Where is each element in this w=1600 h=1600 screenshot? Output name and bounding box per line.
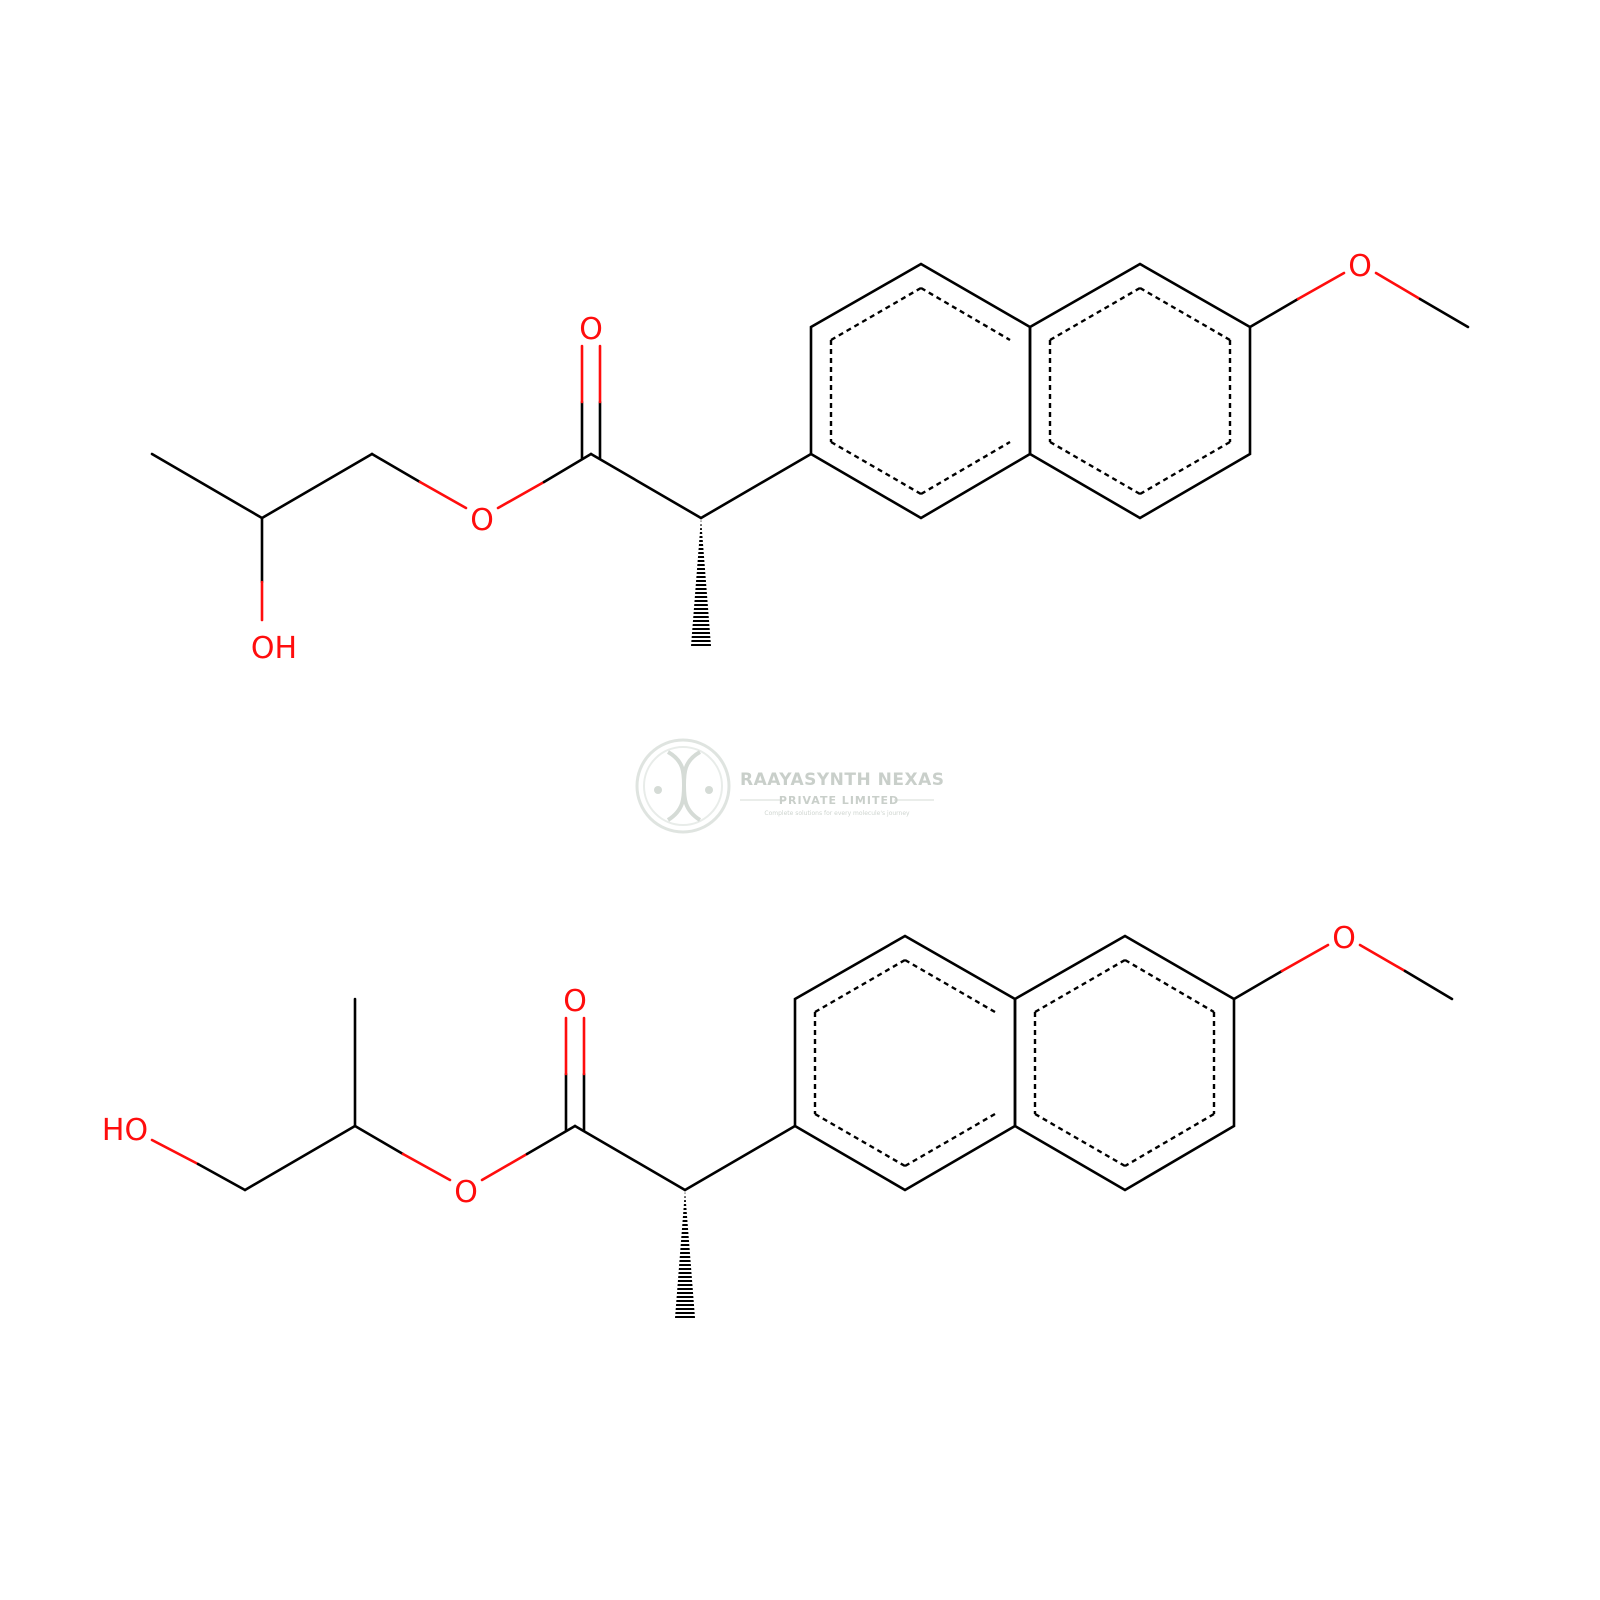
bond <box>150 1138 200 1166</box>
bond <box>699 452 813 520</box>
aromatic-bond <box>904 958 996 1014</box>
bond <box>353 1124 405 1156</box>
aromatic-bond <box>814 958 906 1014</box>
bond <box>542 452 593 484</box>
bond <box>1280 943 1330 973</box>
bond <box>480 1152 529 1182</box>
bond <box>496 480 546 510</box>
aromatic-bond <box>1034 958 1126 1014</box>
atom-label-hydroxyl: HO <box>102 1113 148 1148</box>
bond <box>573 1124 687 1192</box>
bond <box>196 1162 247 1192</box>
aromatic-bond <box>830 286 922 342</box>
aromatic-bond <box>814 1112 906 1168</box>
bond <box>370 452 422 484</box>
aromatic-bond <box>1124 1112 1215 1168</box>
bond <box>243 1124 357 1192</box>
atom-label-methoxy-oxygen: O <box>1348 249 1372 284</box>
bond <box>401 1152 452 1182</box>
watermark-tagline: Complete solutions for every molecule's … <box>764 810 910 817</box>
aromatic-bond <box>1049 440 1141 496</box>
bond <box>525 1124 577 1156</box>
aromatic-bond <box>1139 440 1231 496</box>
bond <box>1296 271 1346 301</box>
aromatic-bond <box>830 440 922 496</box>
aromatic-bond <box>904 1112 996 1168</box>
hashed-wedge-bond <box>691 518 711 646</box>
bond <box>418 480 468 510</box>
watermark-logo-icon <box>635 738 731 834</box>
atom-label-ester-oxygen: O <box>470 503 494 538</box>
bond <box>589 452 703 520</box>
bond <box>150 452 264 520</box>
molecule-2: O O HO O <box>102 921 1454 1318</box>
bond <box>1403 969 1454 1001</box>
aromatic-bond <box>920 286 1011 342</box>
atom-label-methoxy-oxygen: O <box>1332 921 1356 956</box>
aromatic-bond <box>1139 286 1231 342</box>
bond <box>1418 297 1470 329</box>
aromatic-bond <box>920 440 1011 496</box>
bond <box>1358 943 1407 973</box>
company-watermark: RAAYASYNTH NEXAS PRIVATE LIMITED Complet… <box>635 738 945 834</box>
bond <box>683 1124 797 1192</box>
bond <box>1374 271 1422 301</box>
ring-b <box>1028 262 1252 520</box>
atom-label-carbonyl-oxygen: O <box>563 984 587 1019</box>
atom-label-ester-oxygen: O <box>454 1175 478 1210</box>
molecule-1: O O OH O <box>150 249 1470 666</box>
hashed-wedge-bond <box>675 1190 695 1318</box>
bond <box>1248 297 1300 329</box>
bond <box>1232 969 1284 1001</box>
ring-b <box>1013 934 1236 1192</box>
atom-label-carbonyl-oxygen: O <box>579 312 603 347</box>
aromatic-bond <box>1034 1112 1126 1168</box>
ring-a <box>809 262 1032 520</box>
watermark-subtitle: PRIVATE LIMITED <box>779 794 899 807</box>
atom-label-hydroxyl: OH <box>251 631 297 666</box>
aromatic-bond <box>1124 958 1215 1014</box>
bond <box>260 452 374 520</box>
watermark-title: RAAYASYNTH NEXAS <box>740 770 945 790</box>
aromatic-bond <box>1049 286 1141 342</box>
ring-a <box>793 934 1017 1192</box>
